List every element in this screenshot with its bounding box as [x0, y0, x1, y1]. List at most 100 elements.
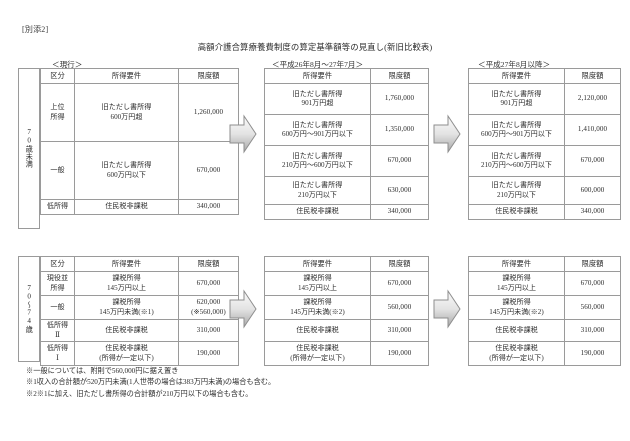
table-header-row: 所得要件 限度額 — [468, 68, 621, 84]
table-row: 現役並 所得 課税所得 145万円以上 670,000 — [40, 271, 239, 296]
header-limit-amount: 限度額 — [178, 256, 239, 272]
table-row: 低所得 Ⅰ 住民税非課税 (所得が一定以下) 190,000 — [40, 341, 239, 366]
table-row: 低所得 Ⅱ 住民税非課税 310,000 — [40, 319, 239, 342]
cell-amount: 1,760,000 — [370, 83, 429, 115]
table-row: 住民税非課税 310,000 — [264, 319, 429, 342]
cell-income: 課税所得 145万円以上 — [468, 271, 565, 296]
arrow-current-to-mid-lower — [228, 288, 258, 330]
cell-income: 住民税非課税 — [468, 319, 565, 342]
cell-amount: 310,000 — [370, 319, 429, 342]
cell-income: 旧ただし書所得 210万円～600万円以下 — [468, 145, 565, 177]
cell-amount: 1,350,000 — [370, 114, 429, 146]
table-row: 住民税非課税 310,000 — [468, 319, 621, 342]
page-title: 高額介護合算療養費制度の算定基準額等の見直し(新旧比較表) — [197, 43, 433, 52]
cell-amount: 190,000 — [370, 341, 429, 366]
table-header-row: 所得要件 限度額 — [264, 68, 429, 84]
cell-amount: 560,000 — [370, 295, 429, 320]
table-70to74-current: 区分 所得要件 限度額 現役並 所得 課税所得 145万円以上 670,000 … — [40, 256, 239, 366]
arrow-mid-to-new-lower — [432, 288, 462, 330]
cell-amount: 340,000 — [178, 199, 239, 215]
cell-amount: 670,000 — [370, 145, 429, 177]
table-row: 課税所得 145万円以上 670,000 — [468, 271, 621, 296]
header-category: 区分 — [40, 68, 75, 84]
cell-income: 旧ただし書所得 600万円～901万円以下 — [468, 114, 565, 146]
cell-amount: 600,000 — [564, 176, 621, 205]
caption-new-period: ＜平成27年8月以降＞ — [478, 60, 551, 69]
cell-income: 旧ただし書所得 210万円以下 — [468, 176, 565, 205]
cell-amount: 670,000 — [564, 145, 621, 177]
header-category: 区分 — [40, 256, 75, 272]
table-row: 住民税非課税 340,000 — [264, 204, 429, 220]
cell-category: 一般 — [40, 295, 75, 320]
table-row: 一般 課税所得 145万円未満(※1) 620,000 (※560,000) — [40, 295, 239, 320]
cell-income: 住民税非課税 (所得が一定以下) — [264, 341, 371, 366]
cell-income: 旧ただし書所得 600万円超 — [74, 83, 179, 142]
cell-income: 住民税非課税 — [468, 204, 565, 220]
footnote-2: ※2※1に加え、旧ただし書所得の合計額が210万円以下の場合も含む。 — [26, 389, 253, 398]
cell-category: 低所得 — [40, 199, 75, 215]
cell-amount: 620,000 (※560,000) — [178, 295, 239, 320]
cell-income: 旧ただし書所得 210万円～600万円以下 — [264, 145, 371, 177]
caption-current: ＜現行＞ — [52, 60, 83, 69]
table-header-row: 区分 所得要件 限度額 — [40, 68, 239, 84]
age-group-under-70-label: 70歳未満 — [25, 128, 34, 169]
cell-amount: 340,000 — [564, 204, 621, 220]
header-income-requirement: 所得要件 — [264, 256, 371, 272]
table-header-row: 区分 所得要件 限度額 — [40, 256, 239, 272]
cell-amount: 630,000 — [370, 176, 429, 205]
table-row: 住民税非課税 (所得が一定以下) 190,000 — [264, 341, 429, 366]
age-group-under-70: 70歳未満 — [18, 68, 40, 229]
header-limit-amount: 限度額 — [370, 68, 429, 84]
cell-amount: 670,000 — [178, 141, 239, 200]
cell-income: 課税所得 145万円以上 — [264, 271, 371, 296]
table-row: 上位 所得 旧ただし書所得 600万円超 1,260,000 — [40, 83, 239, 142]
cell-amount: 340,000 — [370, 204, 429, 220]
header-income-requirement: 所得要件 — [74, 68, 179, 84]
table-row: 旧ただし書所得 901万円超 1,760,000 — [264, 83, 429, 115]
header-income-requirement: 所得要件 — [468, 68, 565, 84]
table-under70-new: 所得要件 限度額 旧ただし書所得 901万円超 2,120,000 旧ただし書所… — [468, 68, 621, 220]
footnote-1: ※1収入の合計額が520万円未満(1人世帯の場合は383万円未満)の場合も含む。 — [26, 378, 276, 387]
cell-category: 低所得 Ⅱ — [40, 319, 75, 342]
table-row: 課税所得 145万円以上 670,000 — [264, 271, 429, 296]
table-under70-current: 区分 所得要件 限度額 上位 所得 旧ただし書所得 600万円超 1,260,0… — [40, 68, 239, 215]
cell-amount: 670,000 — [564, 271, 621, 296]
cell-income: 住民税非課税 — [264, 204, 371, 220]
table-under70-mid: 所得要件 限度額 旧ただし書所得 901万円超 1,760,000 旧ただし書所… — [264, 68, 429, 220]
cell-category: 低所得 Ⅰ — [40, 341, 75, 366]
table-row: 旧ただし書所得 600万円～901万円以下 1,410,000 — [468, 114, 621, 146]
footnote-asterisk: ※一般については、附則で560,000円に据え置き — [26, 367, 179, 375]
cell-income: 課税所得 145万円以上 — [74, 271, 179, 296]
header-income-requirement: 所得要件 — [74, 256, 179, 272]
table-row: 一般 旧ただし書所得 600万円以下 670,000 — [40, 141, 239, 200]
table-row: 旧ただし書所得 210万円以下 600,000 — [468, 176, 621, 205]
table-70to74-mid: 所得要件 限度額 課税所得 145万円以上 670,000 課税所得 145万円… — [264, 256, 429, 366]
footnotes: ※一般については、附則で560,000円に据え置き ※1収入の合計額が520万円… — [26, 366, 586, 400]
table-row: 旧ただし書所得 210万円～600万円以下 670,000 — [264, 145, 429, 177]
table-row: 旧ただし書所得 210万円～600万円以下 670,000 — [468, 145, 621, 177]
table-70to74-new: 所得要件 限度額 課税所得 145万円以上 670,000 課税所得 145万円… — [468, 256, 621, 366]
cell-income: 住民税非課税 — [74, 199, 179, 215]
table-row: 旧ただし書所得 600万円～901万円以下 1,350,000 — [264, 114, 429, 146]
cell-category: 一般 — [40, 141, 75, 200]
cell-amount: 1,410,000 — [564, 114, 621, 146]
header-limit-amount: 限度額 — [178, 68, 239, 84]
table-row: 低所得 住民税非課税 340,000 — [40, 199, 239, 215]
cell-income: 課税所得 145万円未満(※2) — [264, 295, 371, 320]
caption-mid-period: ＜平成26年8月～27年7月＞ — [272, 60, 364, 69]
table-row: 課税所得 145万円未満(※2) 560,000 — [468, 295, 621, 320]
attachment-label: [別添2] — [22, 25, 49, 34]
header-limit-amount: 限度額 — [564, 256, 621, 272]
header-limit-amount: 限度額 — [564, 68, 621, 84]
age-group-70-to-74-label: 70～74歳 — [25, 284, 34, 334]
cell-amount: 310,000 — [564, 319, 621, 342]
header-income-requirement: 所得要件 — [468, 256, 565, 272]
header-income-requirement: 所得要件 — [264, 68, 371, 84]
table-header-row: 所得要件 限度額 — [264, 256, 429, 272]
cell-category: 現役並 所得 — [40, 271, 75, 296]
table-row: 旧ただし書所得 901万円超 2,120,000 — [468, 83, 621, 115]
cell-amount: 190,000 — [178, 341, 239, 366]
table-header-row: 所得要件 限度額 — [468, 256, 621, 272]
cell-income: 住民税非課税 — [74, 319, 179, 342]
cell-income: 旧ただし書所得 600万円～901万円以下 — [264, 114, 371, 146]
